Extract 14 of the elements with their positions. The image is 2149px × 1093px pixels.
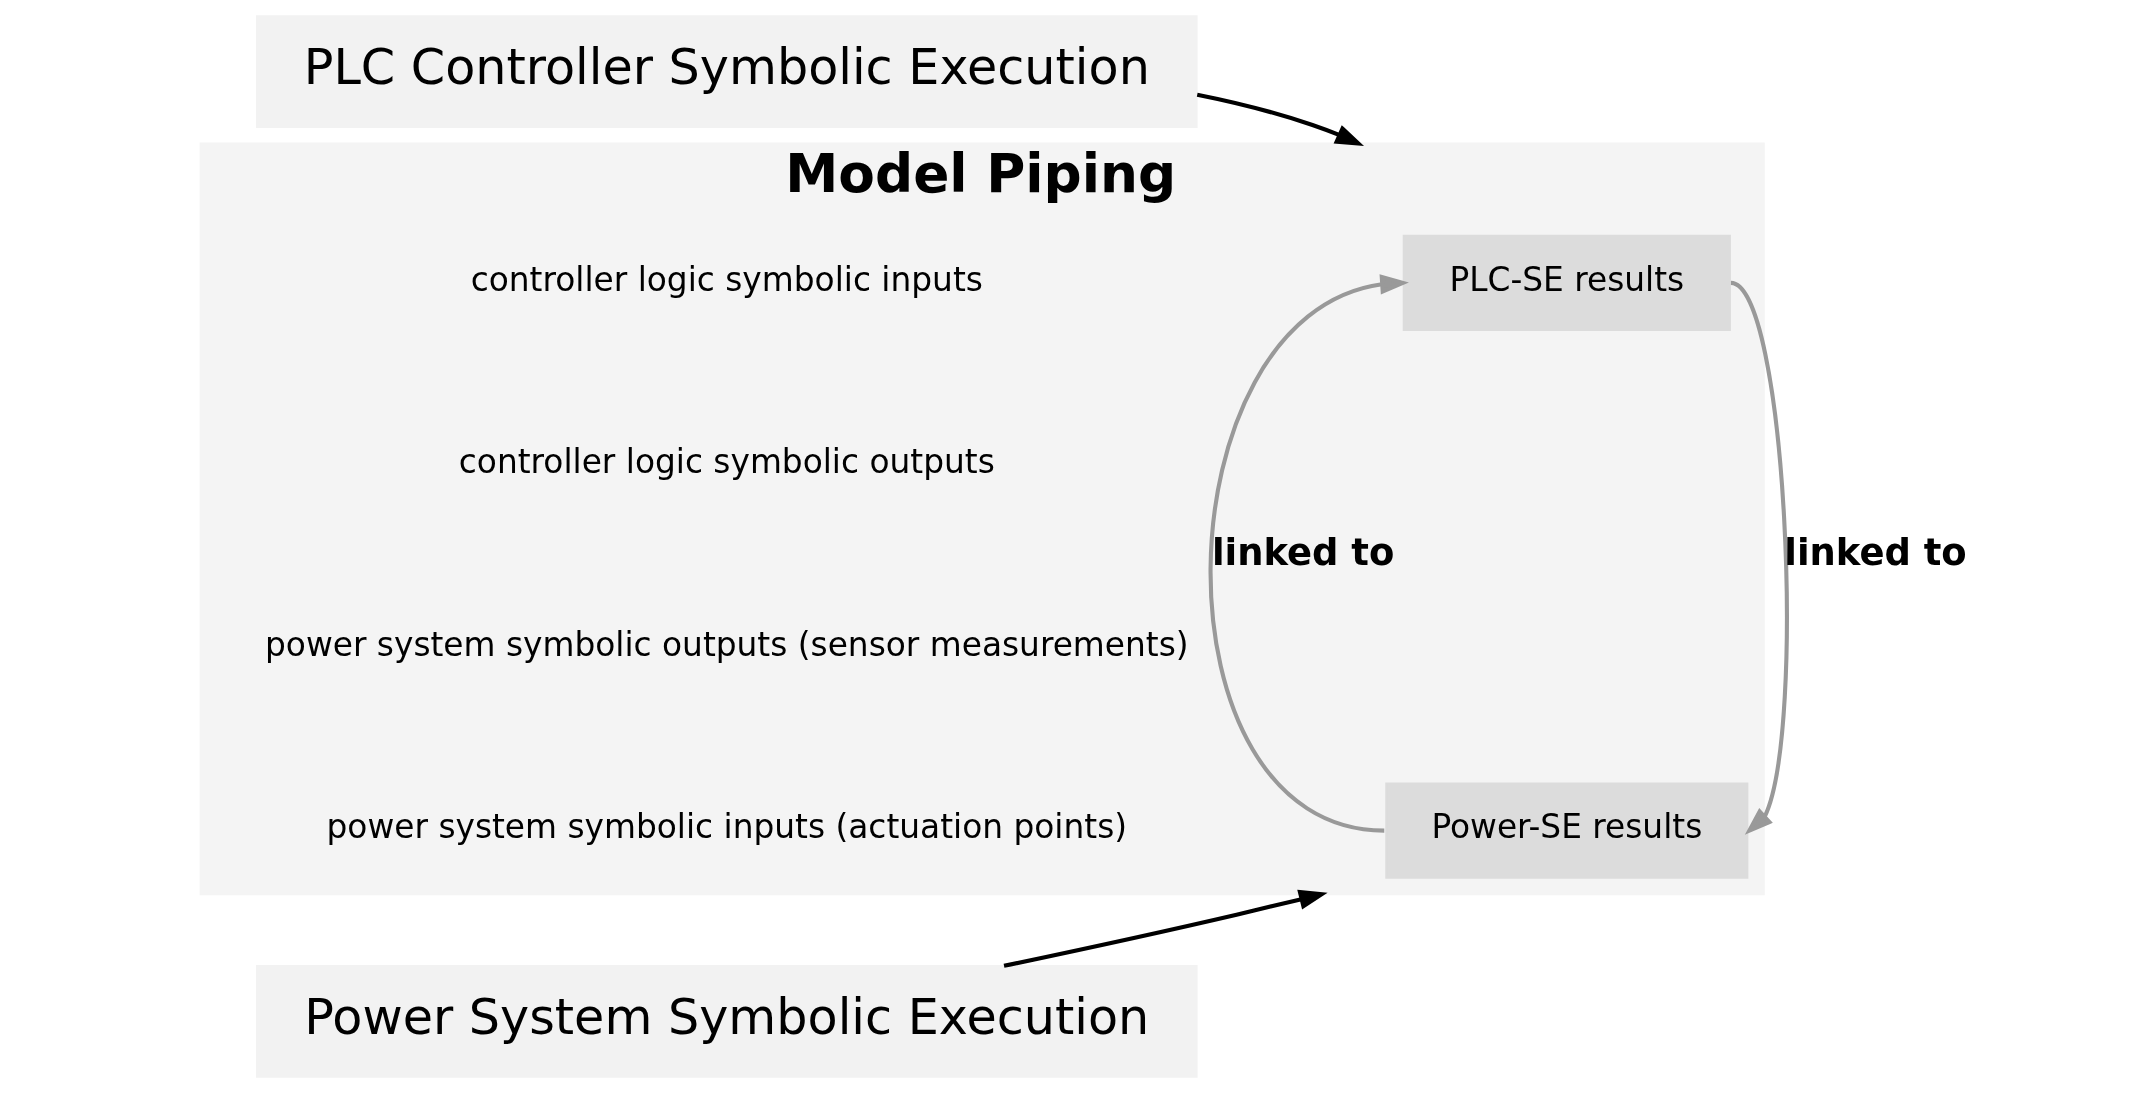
arrow: [1208, 274, 1409, 833]
label: controller logic symbolic inputs: [470, 260, 983, 299]
node-box: PLC-SE results: [1402, 234, 1731, 332]
edge-label: linked to: [1211, 530, 1395, 574]
label: controller logic symbolic outputs: [458, 443, 995, 482]
edge-label: linked to: [1784, 530, 1967, 574]
label: power system symbolic inputs (actuation points): [326, 808, 1128, 847]
arrow: [1729, 281, 1789, 835]
arrow: [1196, 92, 1364, 146]
arrow: [1003, 889, 1328, 968]
label: power system symbolic outputs (sensor measurements): [265, 625, 1189, 664]
node-box: Power System Symbolic Execution: [256, 965, 1198, 1078]
node-box: Power-SE results: [1385, 782, 1749, 879]
node-box: PLC Controller Symbolic Execution: [256, 15, 1198, 128]
